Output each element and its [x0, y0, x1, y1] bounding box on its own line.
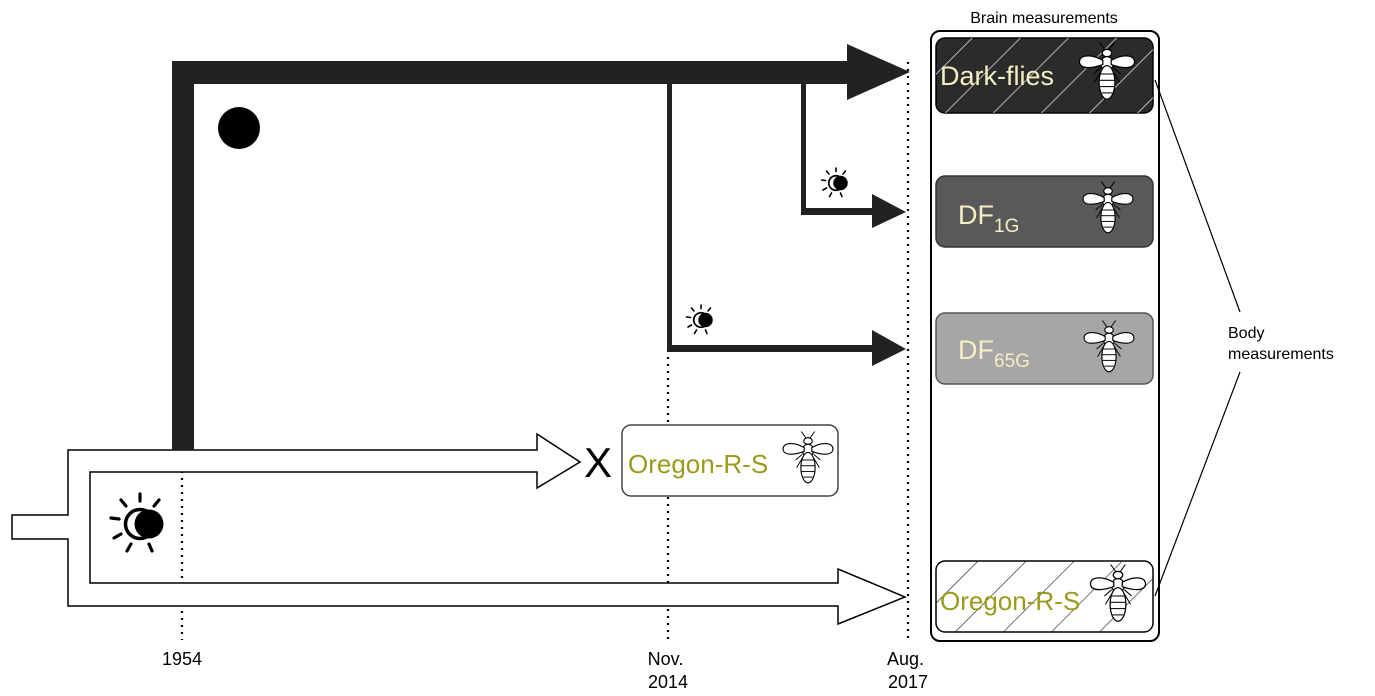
df1g-label: DF — [958, 200, 994, 230]
strain-oregon-r-s: Oregon-R-S — [935, 560, 1154, 633]
df1g-subscript: 1G — [994, 216, 1019, 237]
date-aug-2017-label: Aug. 2017 — [887, 649, 929, 692]
date-nov-2014-label: Nov. 2014 — [648, 649, 689, 692]
sun-moon-icon-small-df1g — [820, 167, 849, 198]
df65g-label: DF — [958, 335, 994, 365]
svg-text:DF65G: DF65G — [958, 335, 1030, 372]
body-connector-top — [1154, 79, 1241, 313]
old-oregon-label: Oregon-R-S — [628, 449, 768, 479]
light-stock-arrow — [11, 432, 907, 626]
strain-dark-flies: Dark-flies — [935, 37, 1154, 114]
oregon-label: Oregon-R-S — [940, 586, 1080, 616]
panel-title: Brain measurements — [970, 10, 1118, 27]
body-connector-bottom — [1154, 371, 1241, 597]
measurement-panel — [930, 30, 1160, 642]
strain-df65g: DF65G — [935, 312, 1154, 385]
body-measurements-label: Body measurements — [1228, 325, 1334, 363]
old-oregon-box — [621, 424, 839, 497]
extinct-cross-icon: X — [584, 439, 612, 486]
strain-df1g: DF1G — [935, 175, 1154, 248]
sun-moon-icon-small-2014 — [685, 304, 714, 335]
df1g-branch-arrow — [801, 84, 906, 228]
svg-text:DF1G: DF1G — [958, 200, 1019, 237]
year-1954-label: 1954 — [162, 649, 202, 669]
df65g-subscript: 65G — [994, 351, 1030, 372]
moon-icon — [218, 107, 260, 149]
dark-flies-arrow — [172, 44, 910, 450]
sun-moon-icon — [109, 492, 166, 553]
dark-flies-label: Dark-flies — [940, 61, 1054, 91]
df65g-branch-arrow — [667, 84, 906, 366]
